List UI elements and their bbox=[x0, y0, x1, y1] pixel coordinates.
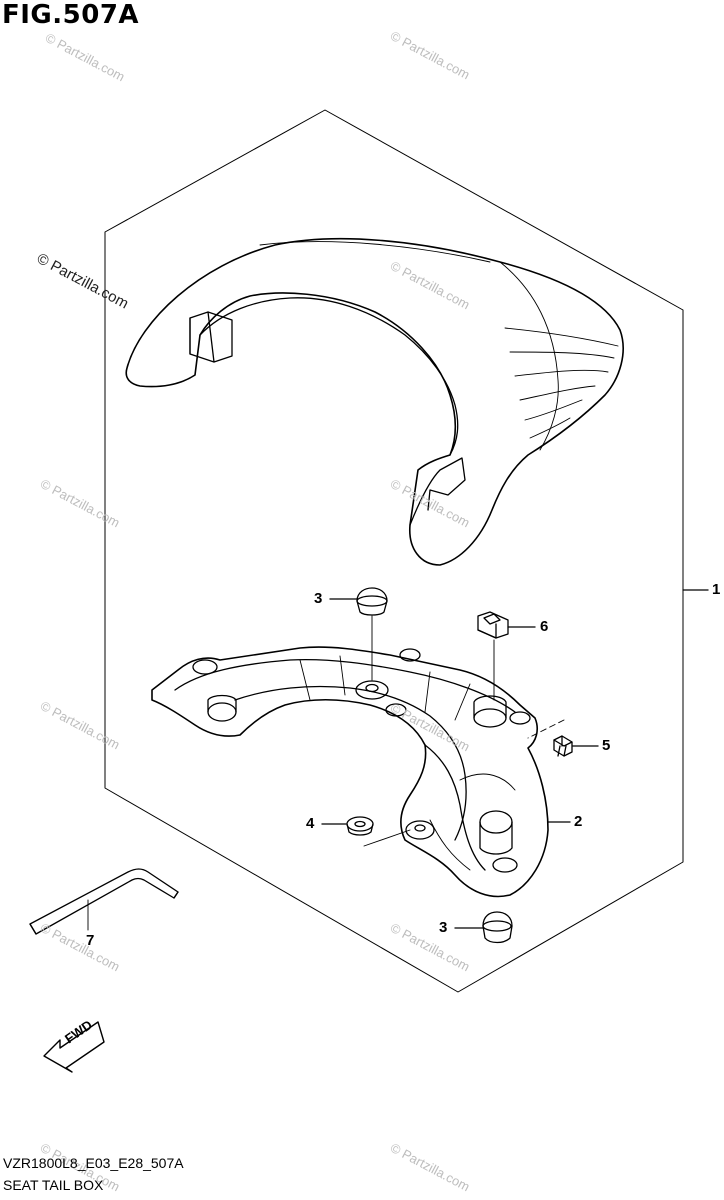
callout-3-lower: 3 bbox=[439, 919, 448, 936]
callout-6: 6 bbox=[540, 618, 549, 635]
hex-wrench bbox=[29, 868, 179, 935]
assembly-boundary bbox=[104, 109, 684, 993]
washer bbox=[346, 816, 411, 847]
callout-3-upper: 3 bbox=[314, 590, 323, 607]
callout-4: 4 bbox=[306, 815, 315, 832]
bumper-upper bbox=[356, 587, 388, 681]
mounting-frame bbox=[151, 646, 549, 898]
tail-cover-shell bbox=[125, 237, 624, 566]
figure-model-code: VZR1800L8_E03_E28_507A bbox=[3, 1155, 184, 1171]
callout-5: 5 bbox=[602, 737, 611, 754]
callout-7: 7 bbox=[86, 932, 95, 949]
callout-2: 2 bbox=[574, 813, 583, 830]
clip-nut bbox=[477, 611, 509, 701]
figure-name: SEAT TAIL BOX bbox=[3, 1177, 104, 1193]
fwd-arrow-icon bbox=[43, 1021, 105, 1073]
bumper-lower bbox=[482, 911, 513, 944]
callout-1: 1 bbox=[712, 581, 721, 598]
screw bbox=[527, 719, 573, 757]
figure-title: FIG.507A bbox=[2, 0, 140, 30]
